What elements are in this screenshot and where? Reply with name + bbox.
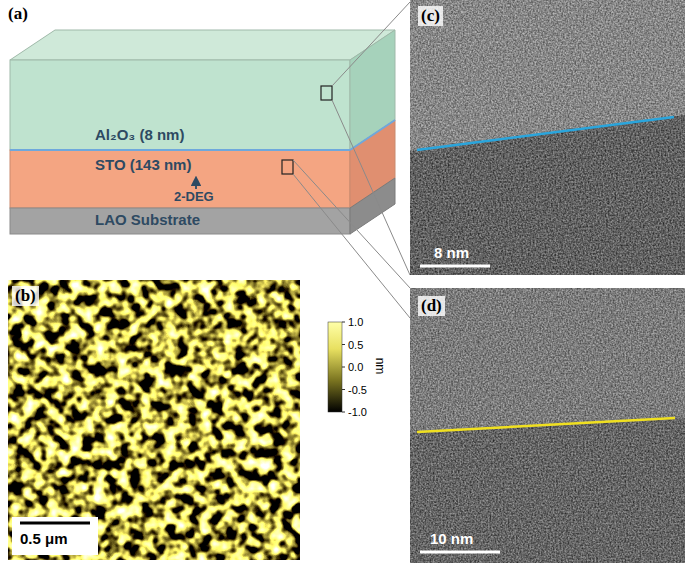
colorbar-gradient [328, 322, 342, 412]
colorbar-tick-label: 1.0 [348, 315, 363, 329]
panel-label: (b) [12, 286, 39, 306]
scale-bar-label: 8 nm [434, 244, 469, 262]
layer-label: STO (143 nm) [95, 156, 191, 174]
colorbar-tick [342, 367, 345, 368]
interface-line [417, 418, 675, 432]
layer-label: LAO Substrate [95, 211, 200, 229]
colorbar-tick [342, 322, 345, 323]
colorbar-tick [342, 344, 345, 345]
2deg-interface [10, 149, 350, 151]
layer-band: LAO Substrate [10, 208, 350, 234]
scale-bar [20, 522, 90, 525]
colorbar-unit: nm [373, 358, 387, 375]
colorbar-tick [342, 412, 345, 413]
colorbar-tick-label: -1.0 [348, 405, 367, 419]
panel-label: (c) [418, 6, 443, 26]
zoom-box [282, 160, 293, 174]
colorbar-tick-label: -0.5 [348, 383, 367, 397]
zoom-callouts [282, 2, 410, 318]
sto-front-face [10, 150, 350, 208]
scale-bar-label: 0.5 μm [20, 530, 68, 548]
al2o3-top-face [10, 30, 395, 60]
tem-noise [410, 0, 685, 275]
scale-bar-box [12, 517, 98, 555]
layer-band: Al₂O₃ (8 nm) [10, 60, 350, 150]
layer-annotation: 2-DEG [174, 189, 214, 204]
afm-topography [8, 280, 300, 560]
panel-label: (a) [8, 4, 28, 24]
2deg-arrow [195, 181, 197, 189]
colorbar-tick-label: 0.0 [348, 360, 363, 374]
tem-noise [410, 288, 685, 563]
tem-image [410, 0, 685, 275]
layer-stack [10, 30, 395, 234]
tem-amorphous [410, 0, 685, 275]
zoom-leader [293, 174, 410, 318]
2deg-interface [350, 120, 395, 150]
scale-bar-label: 10 nm [430, 530, 473, 548]
afm-image [8, 280, 300, 560]
zoom-leader [332, 100, 410, 275]
lao-front-face [10, 208, 350, 234]
afm-ground [8, 280, 300, 560]
colorbar [328, 322, 345, 412]
panel-label: (d) [418, 296, 445, 316]
scale-bar [420, 551, 500, 554]
interface-line [417, 117, 674, 150]
colorbar-tick [342, 389, 345, 390]
al2o3-front-face [10, 60, 350, 150]
tem-image [410, 288, 685, 563]
colorbar-tick-label: 0.5 [348, 338, 363, 352]
layer-label: Al₂O₃ (8 nm) [95, 126, 184, 144]
zoom-leader [293, 160, 410, 288]
tem-amorphous [410, 288, 685, 563]
scale-bar [420, 265, 490, 268]
zoom-box [321, 86, 332, 100]
zoom-leader [332, 2, 410, 86]
